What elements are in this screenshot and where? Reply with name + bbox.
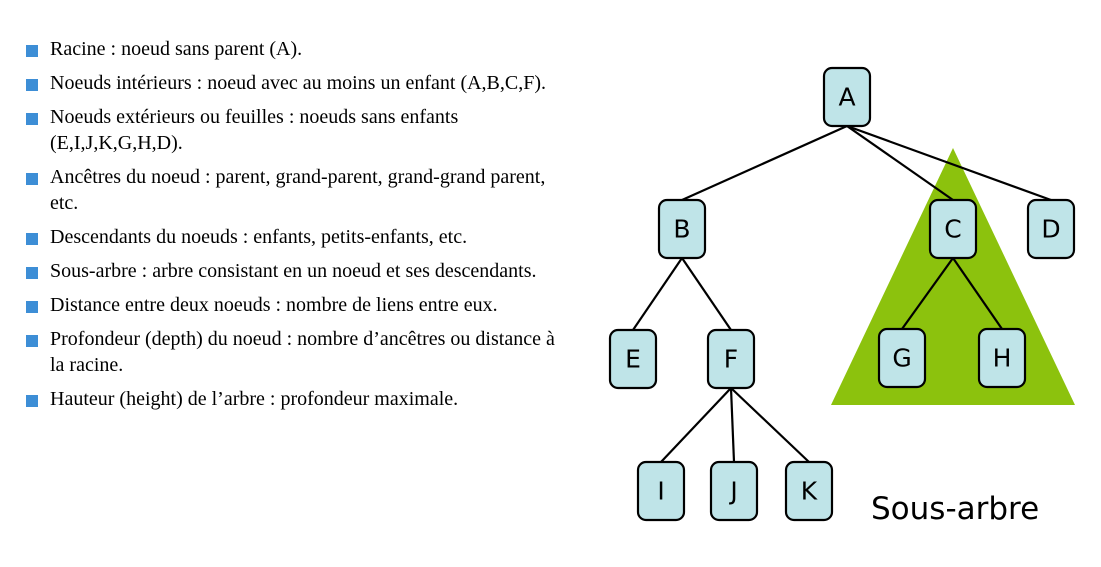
node-box bbox=[784, 460, 834, 522]
tree-node-c: C bbox=[928, 198, 978, 260]
definition-item-noeuds-interieurs: Noeuds intérieurs : noeud avec au moins … bbox=[26, 70, 566, 96]
node-label: B bbox=[673, 215, 690, 244]
edge-b-e bbox=[632, 257, 683, 331]
square-bullet-icon bbox=[26, 79, 38, 91]
definition-text: Sous-arbre : arbre consistant en un noeu… bbox=[50, 260, 537, 282]
definition-text: Profondeur (depth) du noeud : nombre d’a… bbox=[50, 328, 555, 376]
tree-node-h: H bbox=[977, 327, 1027, 389]
definition-text: Racine : noeud sans parent (A). bbox=[50, 38, 303, 60]
node-box bbox=[636, 460, 686, 522]
tree-node-i: I bbox=[636, 460, 686, 522]
definition-list: Racine : noeud sans parent (A). Noeuds i… bbox=[26, 36, 566, 420]
edge-f-i bbox=[660, 387, 732, 463]
node-box bbox=[877, 327, 927, 389]
definition-item-descendants: Descendants du noeuds : enfants, petits-… bbox=[26, 224, 566, 250]
subtree-triangle bbox=[831, 148, 1075, 405]
definition-item-racine: Racine : noeud sans parent (A). bbox=[26, 36, 566, 62]
tree-node-f: F bbox=[706, 328, 756, 390]
definition-item-ancetres: Ancêtres du noeud : parent, grand-parent… bbox=[26, 164, 566, 216]
edge-a-c bbox=[846, 125, 954, 201]
node-box bbox=[822, 66, 872, 128]
definition-text: Hauteur (height) de l’arbre : profondeur… bbox=[50, 388, 459, 410]
tree-nodes: A B C D E F G H I J K bbox=[608, 66, 1076, 522]
edge-f-j bbox=[729, 387, 736, 463]
node-box bbox=[977, 327, 1027, 389]
subtree-caption: Sous-arbre bbox=[871, 491, 1039, 527]
tree-node-e: E bbox=[608, 328, 658, 390]
edge-b-f bbox=[681, 257, 732, 331]
tree-node-k: K bbox=[784, 460, 834, 522]
tree-node-b: B bbox=[657, 198, 707, 260]
definition-text: Noeuds intérieurs : noeud avec au moins … bbox=[50, 72, 547, 94]
node-box bbox=[657, 198, 707, 260]
definition-item-feuilles: Noeuds extérieurs ou feuilles : noeuds s… bbox=[26, 104, 566, 156]
node-box bbox=[1026, 198, 1076, 260]
square-bullet-icon bbox=[26, 233, 38, 245]
edge-c-h bbox=[952, 257, 1003, 330]
node-label: E bbox=[625, 345, 641, 374]
edge-a-d bbox=[846, 124, 1052, 202]
node-label: G bbox=[892, 344, 911, 373]
definition-text: Distance entre deux noeuds : nombre de l… bbox=[50, 294, 498, 316]
edge-a-b bbox=[681, 124, 848, 202]
node-label: C bbox=[944, 215, 961, 244]
definition-item-hauteur: Hauteur (height) de l’arbre : profondeur… bbox=[26, 386, 566, 412]
edge-f-k bbox=[730, 387, 810, 463]
definition-item-distance: Distance entre deux noeuds : nombre de l… bbox=[26, 292, 566, 318]
tree-node-g: G bbox=[877, 327, 927, 389]
node-label: D bbox=[1041, 215, 1060, 244]
tree-diagram: A B C D E F G H I J K Sous-arbre bbox=[608, 66, 1076, 527]
square-bullet-icon bbox=[26, 395, 38, 407]
square-bullet-icon bbox=[26, 173, 38, 185]
definition-item-sous-arbre: Sous-arbre : arbre consistant en un noeu… bbox=[26, 258, 566, 284]
node-label: A bbox=[838, 83, 855, 112]
square-bullet-icon bbox=[26, 267, 38, 279]
square-bullet-icon bbox=[26, 45, 38, 57]
tree-node-j: J bbox=[709, 460, 759, 522]
node-box bbox=[709, 460, 759, 522]
tree-edges bbox=[632, 124, 1052, 463]
node-box bbox=[928, 198, 978, 260]
definition-text: Noeuds extérieurs ou feuilles : noeuds s… bbox=[50, 106, 459, 154]
node-box bbox=[706, 328, 756, 390]
node-label: J bbox=[728, 477, 737, 506]
tree-node-d: D bbox=[1026, 198, 1076, 260]
node-label: I bbox=[657, 477, 664, 506]
node-label: F bbox=[724, 345, 738, 374]
square-bullet-icon bbox=[26, 335, 38, 347]
definition-text: Descendants du noeuds : enfants, petits-… bbox=[50, 226, 468, 248]
square-bullet-icon bbox=[26, 301, 38, 313]
definition-text: Ancêtres du noeud : parent, grand-parent… bbox=[50, 166, 546, 214]
node-label: K bbox=[801, 477, 818, 506]
node-box bbox=[608, 328, 658, 390]
edge-c-g bbox=[901, 257, 954, 330]
square-bullet-icon bbox=[26, 113, 38, 125]
definition-item-profondeur: Profondeur (depth) du noeud : nombre d’a… bbox=[26, 326, 566, 378]
node-label: H bbox=[993, 344, 1012, 373]
tree-node-a: A bbox=[822, 66, 872, 128]
